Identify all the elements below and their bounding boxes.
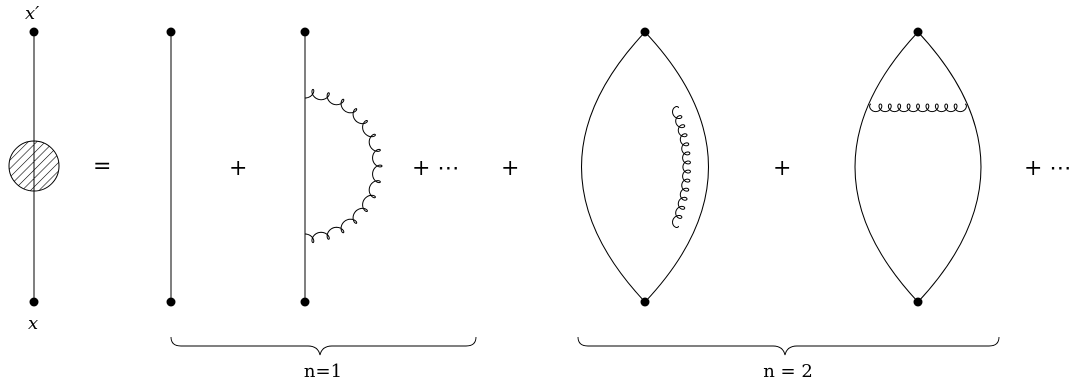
plus-sign-1: + <box>229 156 247 181</box>
vertex-bottom <box>29 297 39 307</box>
equals-sign: = <box>93 154 111 179</box>
group-label-n1: n=1 <box>304 361 342 382</box>
label-x: x <box>28 313 38 334</box>
label-x-prime: x′ <box>25 3 39 24</box>
underbrace-n1 <box>170 336 477 356</box>
vertex-top <box>640 27 650 37</box>
gluon-horizontal <box>869 103 967 113</box>
vertex-bottom <box>166 297 176 307</box>
vertex-top <box>29 27 39 37</box>
gluon-vertical <box>672 106 691 228</box>
plus-sign-3: + <box>773 156 791 181</box>
diagram-bare-line <box>166 27 176 307</box>
lens-left-arc <box>854 31 919 303</box>
lens-left-arc <box>581 31 646 303</box>
vertex-top <box>300 27 310 37</box>
lens-right-arc <box>644 31 709 303</box>
underbrace-n2 <box>577 336 1000 356</box>
diagram-lens-vertical-gluon <box>581 27 709 307</box>
group-label-n2: n = 2 <box>763 361 813 382</box>
lens-right-arc <box>917 31 982 303</box>
gluon-arc <box>304 88 383 244</box>
ellipsis-2: + ⋯ <box>1024 156 1071 181</box>
vertex-bottom <box>300 297 310 307</box>
ellipsis-1: + ⋯ <box>412 156 459 181</box>
vertex-bottom <box>913 297 923 307</box>
plus-sign-2: + <box>501 156 519 181</box>
vertex-bottom <box>640 297 650 307</box>
full-propagator: x′ x <box>8 3 60 334</box>
diagram-lens-horizontal-gluon <box>854 27 982 307</box>
diagram-gluon-self-energy <box>300 27 383 307</box>
vertex-top <box>166 27 176 37</box>
self-energy-blob <box>8 140 60 192</box>
vertex-top <box>913 27 923 37</box>
